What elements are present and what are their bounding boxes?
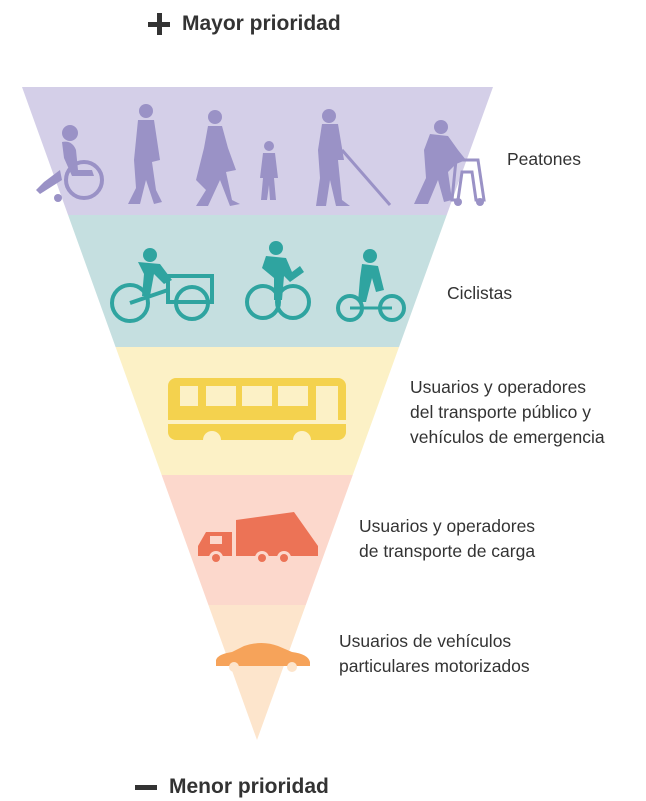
tier-label-cyclists: Ciclistas xyxy=(447,283,513,303)
top-priority-label: Mayor prioridad xyxy=(148,12,341,36)
child-icon xyxy=(260,141,278,200)
tier-band-pedestrians xyxy=(22,87,493,215)
tier-band-cyclists xyxy=(22,215,493,347)
tier-label-public-transport: Usuarios y operadores del transporte púb… xyxy=(410,377,605,447)
walking-woman-icon xyxy=(196,110,240,206)
car-icon xyxy=(216,643,310,672)
wheelchair-user-icon xyxy=(36,125,104,202)
blind-person-cane-icon xyxy=(316,109,392,206)
elderly-walker-icon xyxy=(414,120,486,206)
garbage-truck-icon xyxy=(198,512,318,565)
bus-icon xyxy=(168,378,346,449)
bottom-priority-label: Menor prioridad xyxy=(135,775,329,799)
folding-bike-icon xyxy=(336,249,406,322)
walking-person-icon xyxy=(128,104,162,204)
tier-label-pedestrians: Peatones xyxy=(507,149,581,169)
tier-label-freight: Usuarios y operadores de transporte de c… xyxy=(359,516,536,561)
top-priority-text: Mayor prioridad xyxy=(182,12,341,35)
plus-icon xyxy=(148,13,170,35)
cyclist-icon xyxy=(245,241,311,320)
minus-icon xyxy=(135,776,157,798)
tier-band-freight xyxy=(22,475,493,605)
tier-label-private-vehicles: Usuarios de vehículos particulares motor… xyxy=(339,631,530,676)
cargo-tricycle-icon xyxy=(110,248,214,323)
tier-band-private-vehicles xyxy=(22,605,493,740)
bottom-priority-text: Menor prioridad xyxy=(169,775,329,798)
